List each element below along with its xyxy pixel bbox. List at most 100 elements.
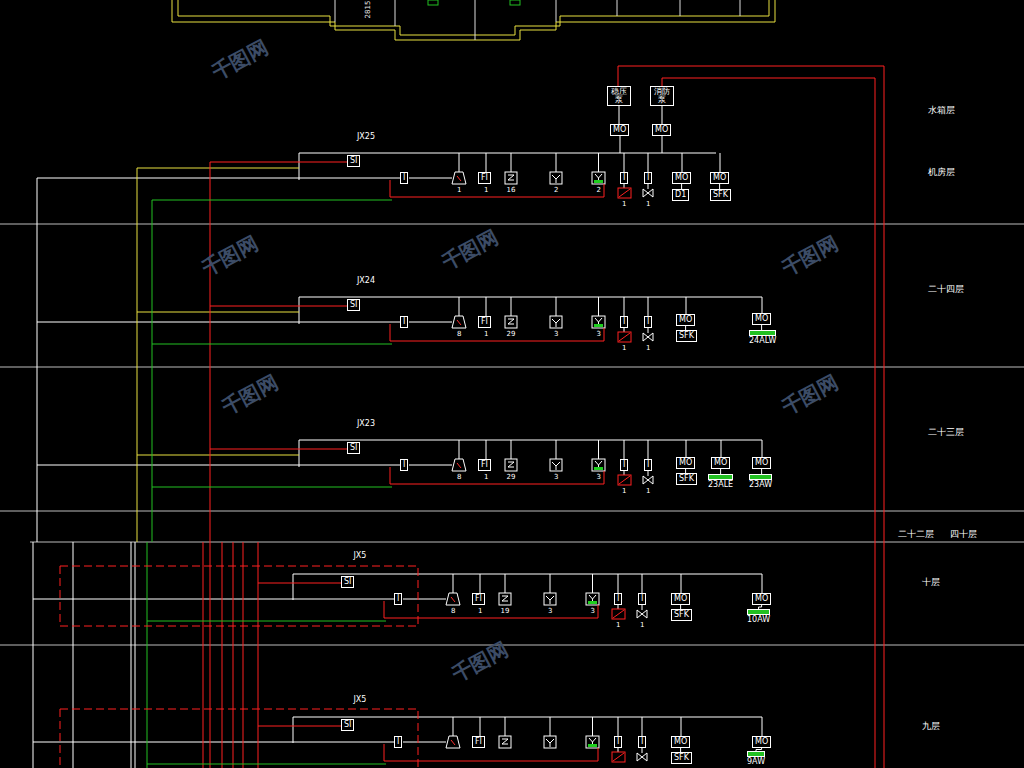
box-text: MO — [674, 738, 687, 746]
box-text: MO — [674, 595, 687, 603]
alarm-indicator: 9AW — [746, 751, 766, 766]
quantity-number: 1 — [622, 488, 626, 495]
device-box: I — [644, 459, 652, 471]
box-text: 10AW — [747, 616, 770, 624]
device-row — [390, 153, 653, 198]
device-box: I — [400, 459, 408, 471]
floor-label: 二十四层 — [928, 285, 964, 294]
device-box: MO — [676, 314, 695, 326]
box-text: I — [403, 461, 405, 469]
watermark: 千图网 — [199, 233, 261, 279]
box-text: FI — [481, 318, 488, 326]
control-line — [203, 66, 884, 768]
floor-line — [0, 224, 1024, 645]
box-text: FI — [475, 738, 482, 746]
quantity-number: 1 — [616, 622, 620, 629]
quantity-number: 1 — [640, 622, 644, 629]
green-bar — [747, 751, 765, 757]
device-box: MO — [752, 736, 771, 748]
device-box: I — [614, 593, 622, 605]
watermark: 千图网 — [779, 233, 841, 279]
box-text: SFK — [713, 191, 728, 199]
box-text: I — [647, 174, 649, 182]
box-text: FI — [481, 174, 488, 182]
box-text: 稳压泵 — [610, 88, 628, 104]
watermark: 千图网 — [209, 37, 271, 83]
device-row — [390, 440, 653, 485]
device-row — [384, 717, 647, 762]
alarm-indicator: 24ALW — [748, 330, 777, 345]
device-box: I — [400, 316, 408, 328]
quantity-number: 1 — [478, 608, 482, 615]
box-text: 23ALE — [708, 481, 733, 489]
device-box: FI — [478, 316, 491, 328]
device-box: SFK — [676, 473, 697, 485]
box-text: FI — [475, 595, 482, 603]
device-box: MO — [711, 457, 730, 469]
green-bar — [747, 609, 770, 615]
box-text: I — [617, 595, 619, 603]
watermark: 千图网 — [439, 227, 501, 273]
floor-label: 十层 — [922, 578, 940, 587]
device-box: FI — [472, 593, 485, 605]
green-bar — [749, 330, 776, 336]
floor-label: 九层 — [922, 722, 940, 731]
module-label: JX24 — [357, 277, 375, 285]
quantity-number: 8 — [457, 474, 461, 481]
box-text: FI — [481, 461, 488, 469]
device-box: MO — [752, 457, 771, 469]
device-box: MO — [672, 172, 691, 184]
pump-box: 消防泵 — [650, 86, 674, 106]
box-text: D1 — [675, 191, 686, 199]
box-text: MO — [679, 459, 692, 467]
box-text: SFK — [679, 475, 694, 483]
box-text: SI — [344, 721, 351, 729]
device-box: MO — [752, 593, 771, 605]
box-text: 9AW — [747, 758, 765, 766]
quantity-number: 2 — [597, 187, 601, 194]
device-box: FI — [472, 736, 485, 748]
device-box: I — [638, 736, 646, 748]
device-box: I — [394, 593, 402, 605]
device-box: SI — [347, 442, 360, 454]
device-box: MO — [610, 124, 629, 136]
quantity-number: 1 — [646, 201, 650, 208]
quantity-number: 3 — [554, 331, 558, 338]
device-box: I — [614, 736, 622, 748]
device-box: MO — [671, 736, 690, 748]
device-box: I — [620, 459, 628, 471]
quantity-number: 8 — [451, 608, 455, 615]
device-box: FI — [478, 459, 491, 471]
alarm-indicator: 23ALE — [707, 474, 734, 489]
quantity-number: 3 — [597, 474, 601, 481]
box-text: I — [397, 738, 399, 746]
quantity-number: 3 — [597, 331, 601, 338]
device-box: MO — [671, 593, 690, 605]
box-text: I — [403, 174, 405, 182]
device-box: I — [644, 316, 652, 328]
module-label: JX5 — [354, 696, 367, 704]
floor-label: 水箱层 — [928, 106, 955, 115]
quantity-number: 1 — [622, 201, 626, 208]
box-text: MO — [755, 459, 768, 467]
box-text: MO — [714, 459, 727, 467]
connector — [619, 106, 620, 124]
box-text: I — [623, 318, 625, 326]
device-box: SFK — [671, 609, 692, 621]
box-text: 23AW — [749, 481, 772, 489]
drawing-number: 2815 — [365, 1, 372, 19]
device-box: SFK — [671, 752, 692, 764]
box-text: MO — [675, 174, 688, 182]
device-box: MO — [676, 457, 695, 469]
device-box: I — [620, 172, 628, 184]
box-text: SFK — [674, 611, 689, 619]
box-text: I — [397, 595, 399, 603]
device-box: I — [394, 736, 402, 748]
device-box: FI — [478, 172, 491, 184]
quantity-number: 1 — [646, 345, 650, 352]
box-text: SI — [350, 301, 357, 309]
watermark: 千图网 — [219, 372, 281, 418]
module-label: JX5 — [354, 552, 367, 560]
